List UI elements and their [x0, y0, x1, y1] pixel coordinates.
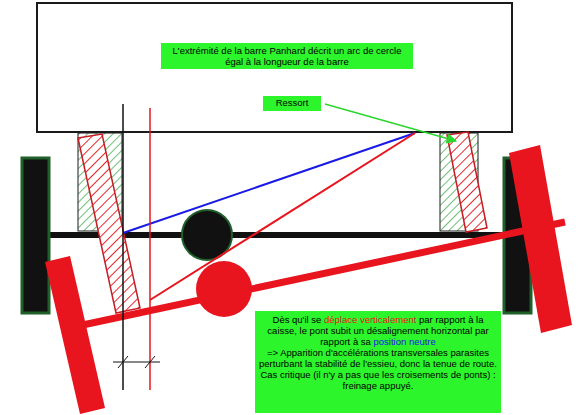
note-text: position neutre	[374, 336, 436, 347]
dimension-line	[113, 362, 160, 363]
reference-line	[149, 108, 151, 390]
spring	[78, 134, 140, 313]
wheel-displaced	[45, 256, 105, 414]
leader-line	[325, 104, 456, 141]
panhard-bar-neutral	[123, 133, 415, 233]
note-box: Dès qu'il se déplace verticalement par r…	[255, 311, 501, 413]
car-body	[37, 3, 512, 132]
panhard-bar-displaced	[150, 133, 415, 300]
dimension-tick	[145, 356, 155, 368]
reference-line	[122, 104, 124, 390]
note-text: Dès qu'il se	[273, 314, 322, 325]
note-box: L'extrémité de la barre Panhard décrit u…	[161, 43, 413, 69]
note-text: => Apparition d'accélérations transversa…	[259, 347, 497, 369]
spring	[447, 132, 487, 232]
wheel-displaced	[509, 145, 572, 333]
callout-label: Ressort	[265, 97, 319, 108]
note-text: déplace verticalement	[324, 314, 416, 325]
note-text: L'extrémité de la barre Panhard décrit u…	[164, 45, 410, 67]
differential-displaced	[196, 261, 252, 317]
dimension-tick	[118, 356, 128, 368]
note-text: Cas critique (il n'y a pas que les crois…	[259, 369, 497, 391]
wheel-neutral	[22, 158, 49, 313]
callout-box: Ressort	[263, 96, 321, 111]
